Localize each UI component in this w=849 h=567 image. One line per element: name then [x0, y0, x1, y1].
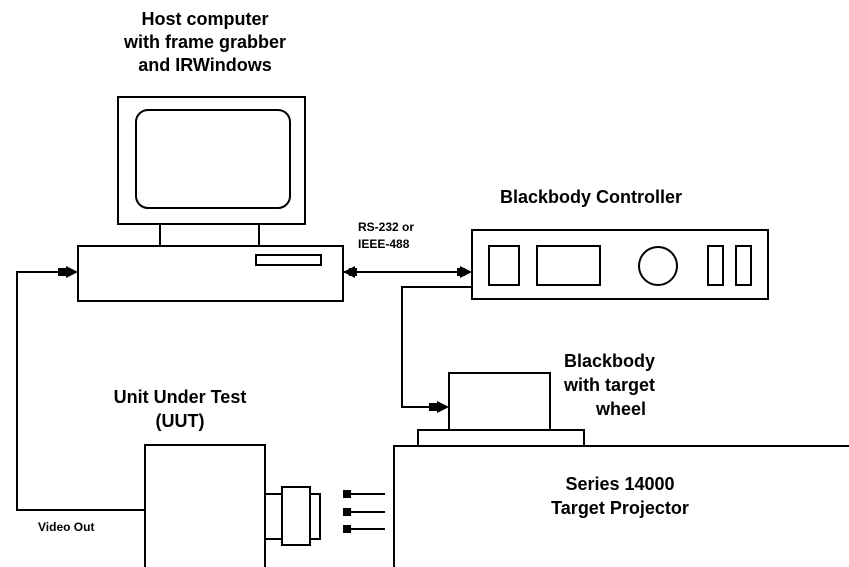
host-label-line1: Host computer	[141, 9, 269, 29]
video-out-cable	[16, 271, 145, 511]
arrow-rs232-into-host	[343, 266, 355, 278]
uut-box	[144, 444, 266, 567]
projector-label: Series 14000 Target Projector	[520, 475, 720, 523]
blackbody-cable	[401, 286, 472, 408]
blackbody-controller-label: Blackbody Controller	[500, 187, 683, 207]
host-label-line3: and IRWindows	[138, 55, 272, 75]
blackbody-label-line1: Blackbody	[564, 351, 656, 371]
projector-label-line2: Target Projector	[551, 498, 689, 518]
blackbody-base	[417, 429, 585, 447]
monitor-stand	[159, 223, 260, 247]
uut-label-line2: (UUT)	[155, 411, 205, 431]
blackbody-box	[448, 372, 551, 431]
blackbody-label-line2: with target	[564, 375, 656, 395]
connector-video-out	[58, 268, 66, 276]
connector-blackbody	[429, 403, 437, 411]
controller-switch-1	[707, 245, 724, 286]
interface-label: RS-232 or IEEE-488	[358, 221, 414, 255]
controller-display-wide	[536, 245, 601, 286]
video-out-label: Video Out	[38, 520, 95, 534]
uut-label: Unit Under Test (UUT)	[80, 388, 280, 436]
uut-label-line1: Unit Under Test	[113, 387, 247, 407]
arrow-rs232-into-controller	[460, 266, 472, 278]
projector-label-line1: Series 14000	[565, 474, 675, 494]
controller-display-small	[488, 245, 520, 286]
interface-label-line2: IEEE-488	[358, 237, 410, 251]
host-label: Host computer with frame grabber and IRW…	[100, 10, 310, 79]
blackbody-label: Blackbody with target wheel	[564, 352, 674, 424]
blackbody-label-line3: wheel	[596, 399, 647, 419]
projector-box	[393, 445, 849, 567]
uut-lens-inner	[281, 486, 311, 546]
disk-slot	[255, 254, 322, 266]
interface-label-line1: RS-232 or	[358, 220, 415, 234]
ir-ray-middle-head	[343, 508, 351, 516]
ir-ray-bottom-head	[343, 525, 351, 533]
controller-switch-2	[735, 245, 752, 286]
arrow-video-into-host	[66, 266, 78, 278]
ir-ray-top-head	[343, 490, 351, 498]
monitor-screen	[135, 109, 291, 209]
arrow-into-blackbody	[437, 401, 449, 413]
controller-knob	[638, 246, 678, 286]
host-label-line2: with frame grabber	[123, 32, 287, 52]
